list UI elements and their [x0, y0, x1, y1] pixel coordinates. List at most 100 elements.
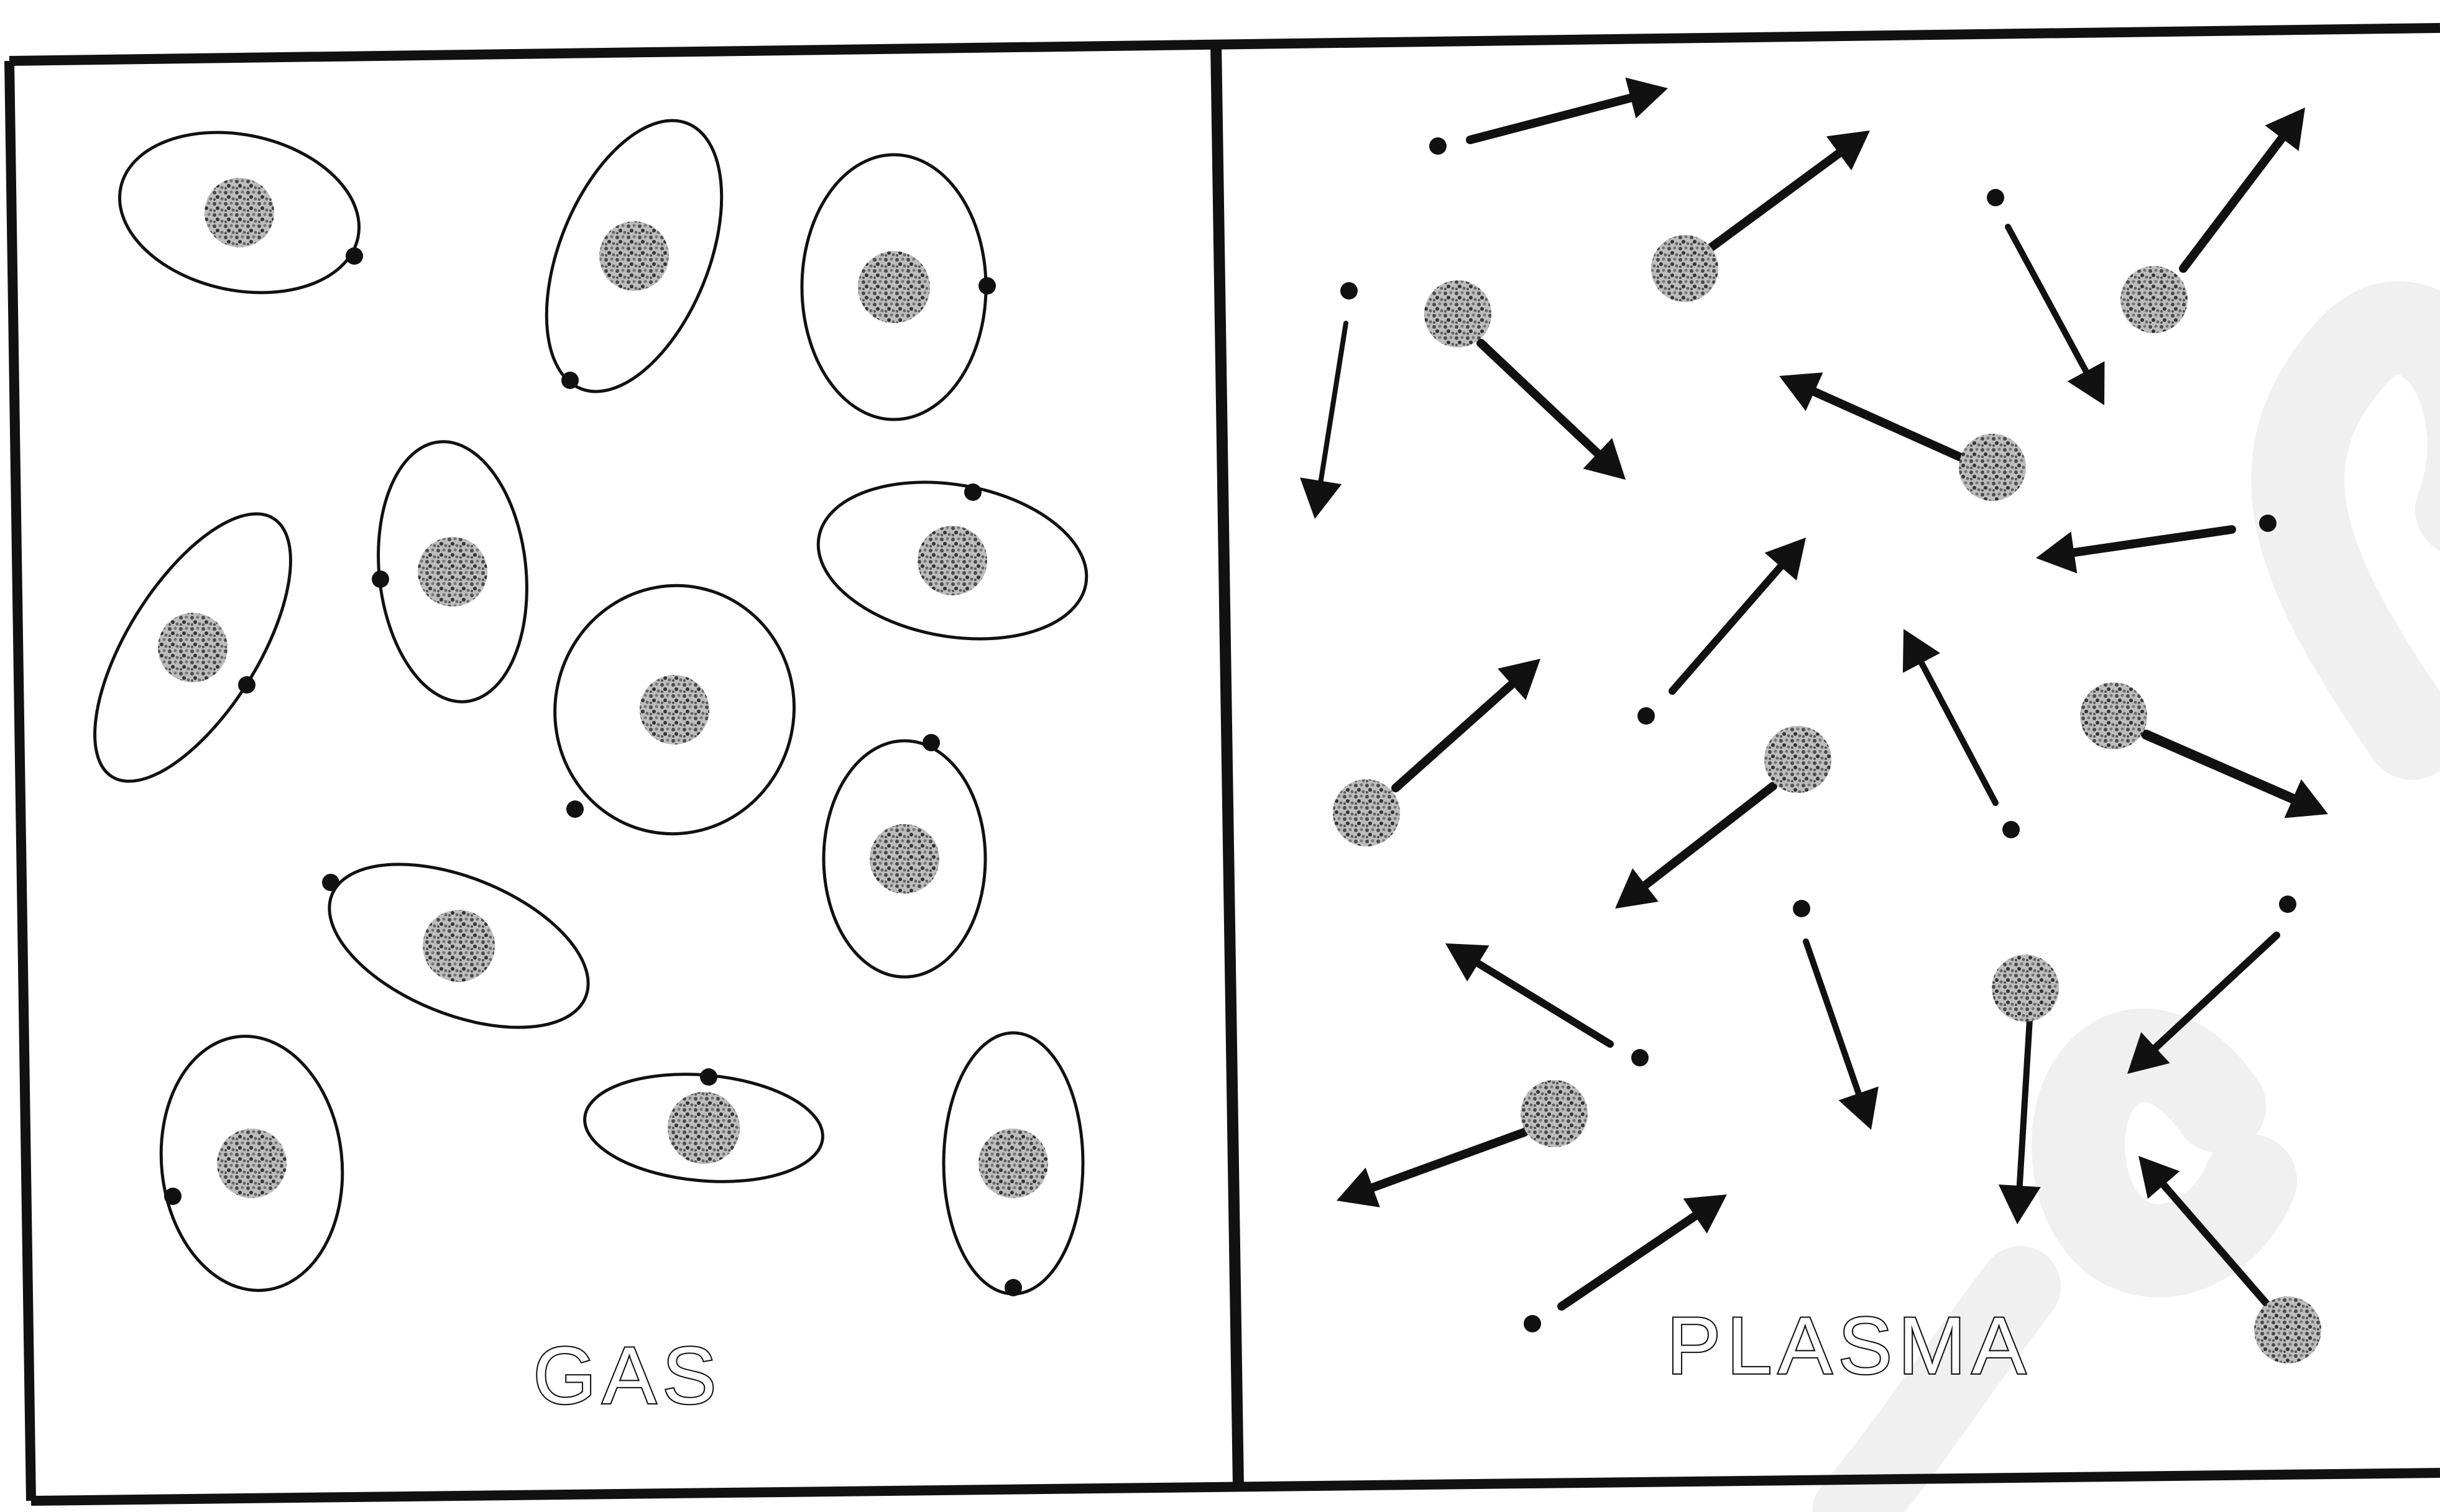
gas-atom	[149, 1027, 354, 1299]
velocity-arrow-icon	[2183, 108, 2305, 268]
atom-icon	[870, 824, 939, 894]
electron-icon	[1005, 1279, 1022, 1296]
arrow-shaft	[1562, 1216, 1695, 1306]
electron-icon	[566, 800, 584, 818]
velocity-arrow-icon	[1562, 1194, 1727, 1306]
electron-icon	[164, 1188, 182, 1205]
gas-label: GAS	[533, 1330, 723, 1421]
electron-icon	[1429, 137, 1447, 155]
electron-icon	[964, 483, 982, 501]
velocity-arrow-icon	[2036, 529, 2232, 574]
gas-atom	[306, 832, 611, 1061]
arrow-shaft	[1815, 392, 1959, 457]
atom-icon	[640, 675, 709, 745]
arrow-shaft	[1806, 942, 1859, 1093]
gas-atom	[944, 1033, 1083, 1296]
gas-atom	[532, 563, 817, 856]
ion-icon	[1959, 434, 2026, 501]
electron-icon	[372, 570, 389, 588]
ion-icon	[2254, 1296, 2321, 1363]
velocity-arrow-icon	[1710, 131, 1870, 249]
velocity-arrow-icon	[1300, 323, 1346, 519]
velocity-arrow-icon	[1396, 659, 1540, 788]
atom-icon	[668, 1092, 740, 1164]
gas-atom	[366, 434, 540, 709]
plasma-label: PLASMA	[1667, 1300, 2032, 1391]
electron-icon	[1637, 707, 1655, 725]
ion-icon	[1333, 779, 1400, 846]
atom-icon	[423, 910, 495, 982]
electron-icon	[1631, 1049, 1649, 1066]
electron-icon	[561, 372, 579, 389]
diagram-border	[9, 28, 2440, 1501]
arrow-shaft	[2183, 138, 2282, 268]
arrow-head	[1683, 1194, 1727, 1234]
electron-icon	[2002, 821, 2020, 838]
velocity-arrow-icon	[1672, 538, 1806, 691]
electron-icon	[1340, 282, 1358, 300]
electron-icon	[346, 247, 363, 265]
velocity-arrow-icon	[1615, 786, 1773, 909]
electron-icon	[700, 1068, 717, 1086]
ion-icon	[1521, 1080, 1588, 1147]
electron-icon	[1987, 189, 2004, 206]
arrow-shaft	[1478, 963, 1610, 1044]
gas-atom	[104, 111, 374, 314]
atom-icon	[205, 178, 274, 247]
gas-atom	[802, 155, 996, 419]
arrow-shaft	[2074, 529, 2232, 552]
electron-icon	[2259, 515, 2277, 532]
ion-icon	[1764, 726, 1831, 793]
arrow-head	[2265, 108, 2305, 151]
gas-atom	[806, 462, 1099, 659]
arrow-shaft	[1710, 153, 1839, 249]
atom-icon	[918, 526, 987, 595]
arrow-shaft	[1373, 1132, 1524, 1188]
atom-icon	[158, 613, 228, 682]
gas-atom	[824, 734, 985, 977]
arrow-shaft	[2020, 1019, 2030, 1186]
arrow-shaft	[2146, 735, 2293, 799]
arrow-shaft	[1481, 343, 1598, 453]
velocity-arrow-icon	[1779, 372, 1959, 457]
panel-divider	[1216, 44, 1238, 1485]
velocity-arrow-icon	[1470, 78, 1668, 140]
arrow-shaft	[1672, 567, 1780, 691]
ion-icon	[1992, 955, 2059, 1022]
electron-icon	[923, 734, 940, 751]
gas-atom	[580, 1065, 827, 1191]
arrow-shaft	[2008, 227, 2086, 371]
ion-icon	[2120, 266, 2188, 333]
arrow-shaft	[1321, 323, 1346, 481]
arrow-shaft	[1922, 663, 1996, 803]
ion-icon	[2080, 682, 2147, 749]
ion-icon	[1424, 280, 1491, 347]
arrow-head	[1625, 78, 1668, 119]
arrow-head	[2036, 531, 2077, 573]
electron-icon	[322, 874, 339, 891]
electron-icon	[2279, 896, 2296, 913]
velocity-arrow-icon	[1337, 1132, 1524, 1207]
electron-icon	[1793, 900, 1810, 917]
arrow-head	[1615, 868, 1659, 909]
atom-icon	[599, 221, 669, 291]
atom-icon	[418, 537, 487, 607]
arrow-head	[1826, 131, 1870, 170]
arrow-shaft	[1470, 98, 1631, 140]
gas-atom	[512, 96, 757, 416]
arrow-head	[1999, 1184, 2041, 1224]
velocity-arrow-icon	[1481, 343, 1626, 480]
atom-icon	[858, 251, 930, 323]
electron-icon	[238, 676, 256, 694]
velocity-arrow-icon	[2008, 227, 2104, 405]
arrow-shaft	[1646, 786, 1773, 885]
electron-icon	[1524, 1315, 1541, 1332]
atom-icon	[978, 1129, 1048, 1198]
velocity-arrow-icon	[2146, 735, 2328, 818]
ion-icon	[1651, 235, 1718, 302]
velocity-arrow-icon	[1445, 943, 1610, 1044]
arrow-shaft	[2155, 935, 2277, 1048]
arrow-shaft	[1396, 684, 1512, 788]
velocity-arrow-icon	[1806, 942, 1879, 1130]
